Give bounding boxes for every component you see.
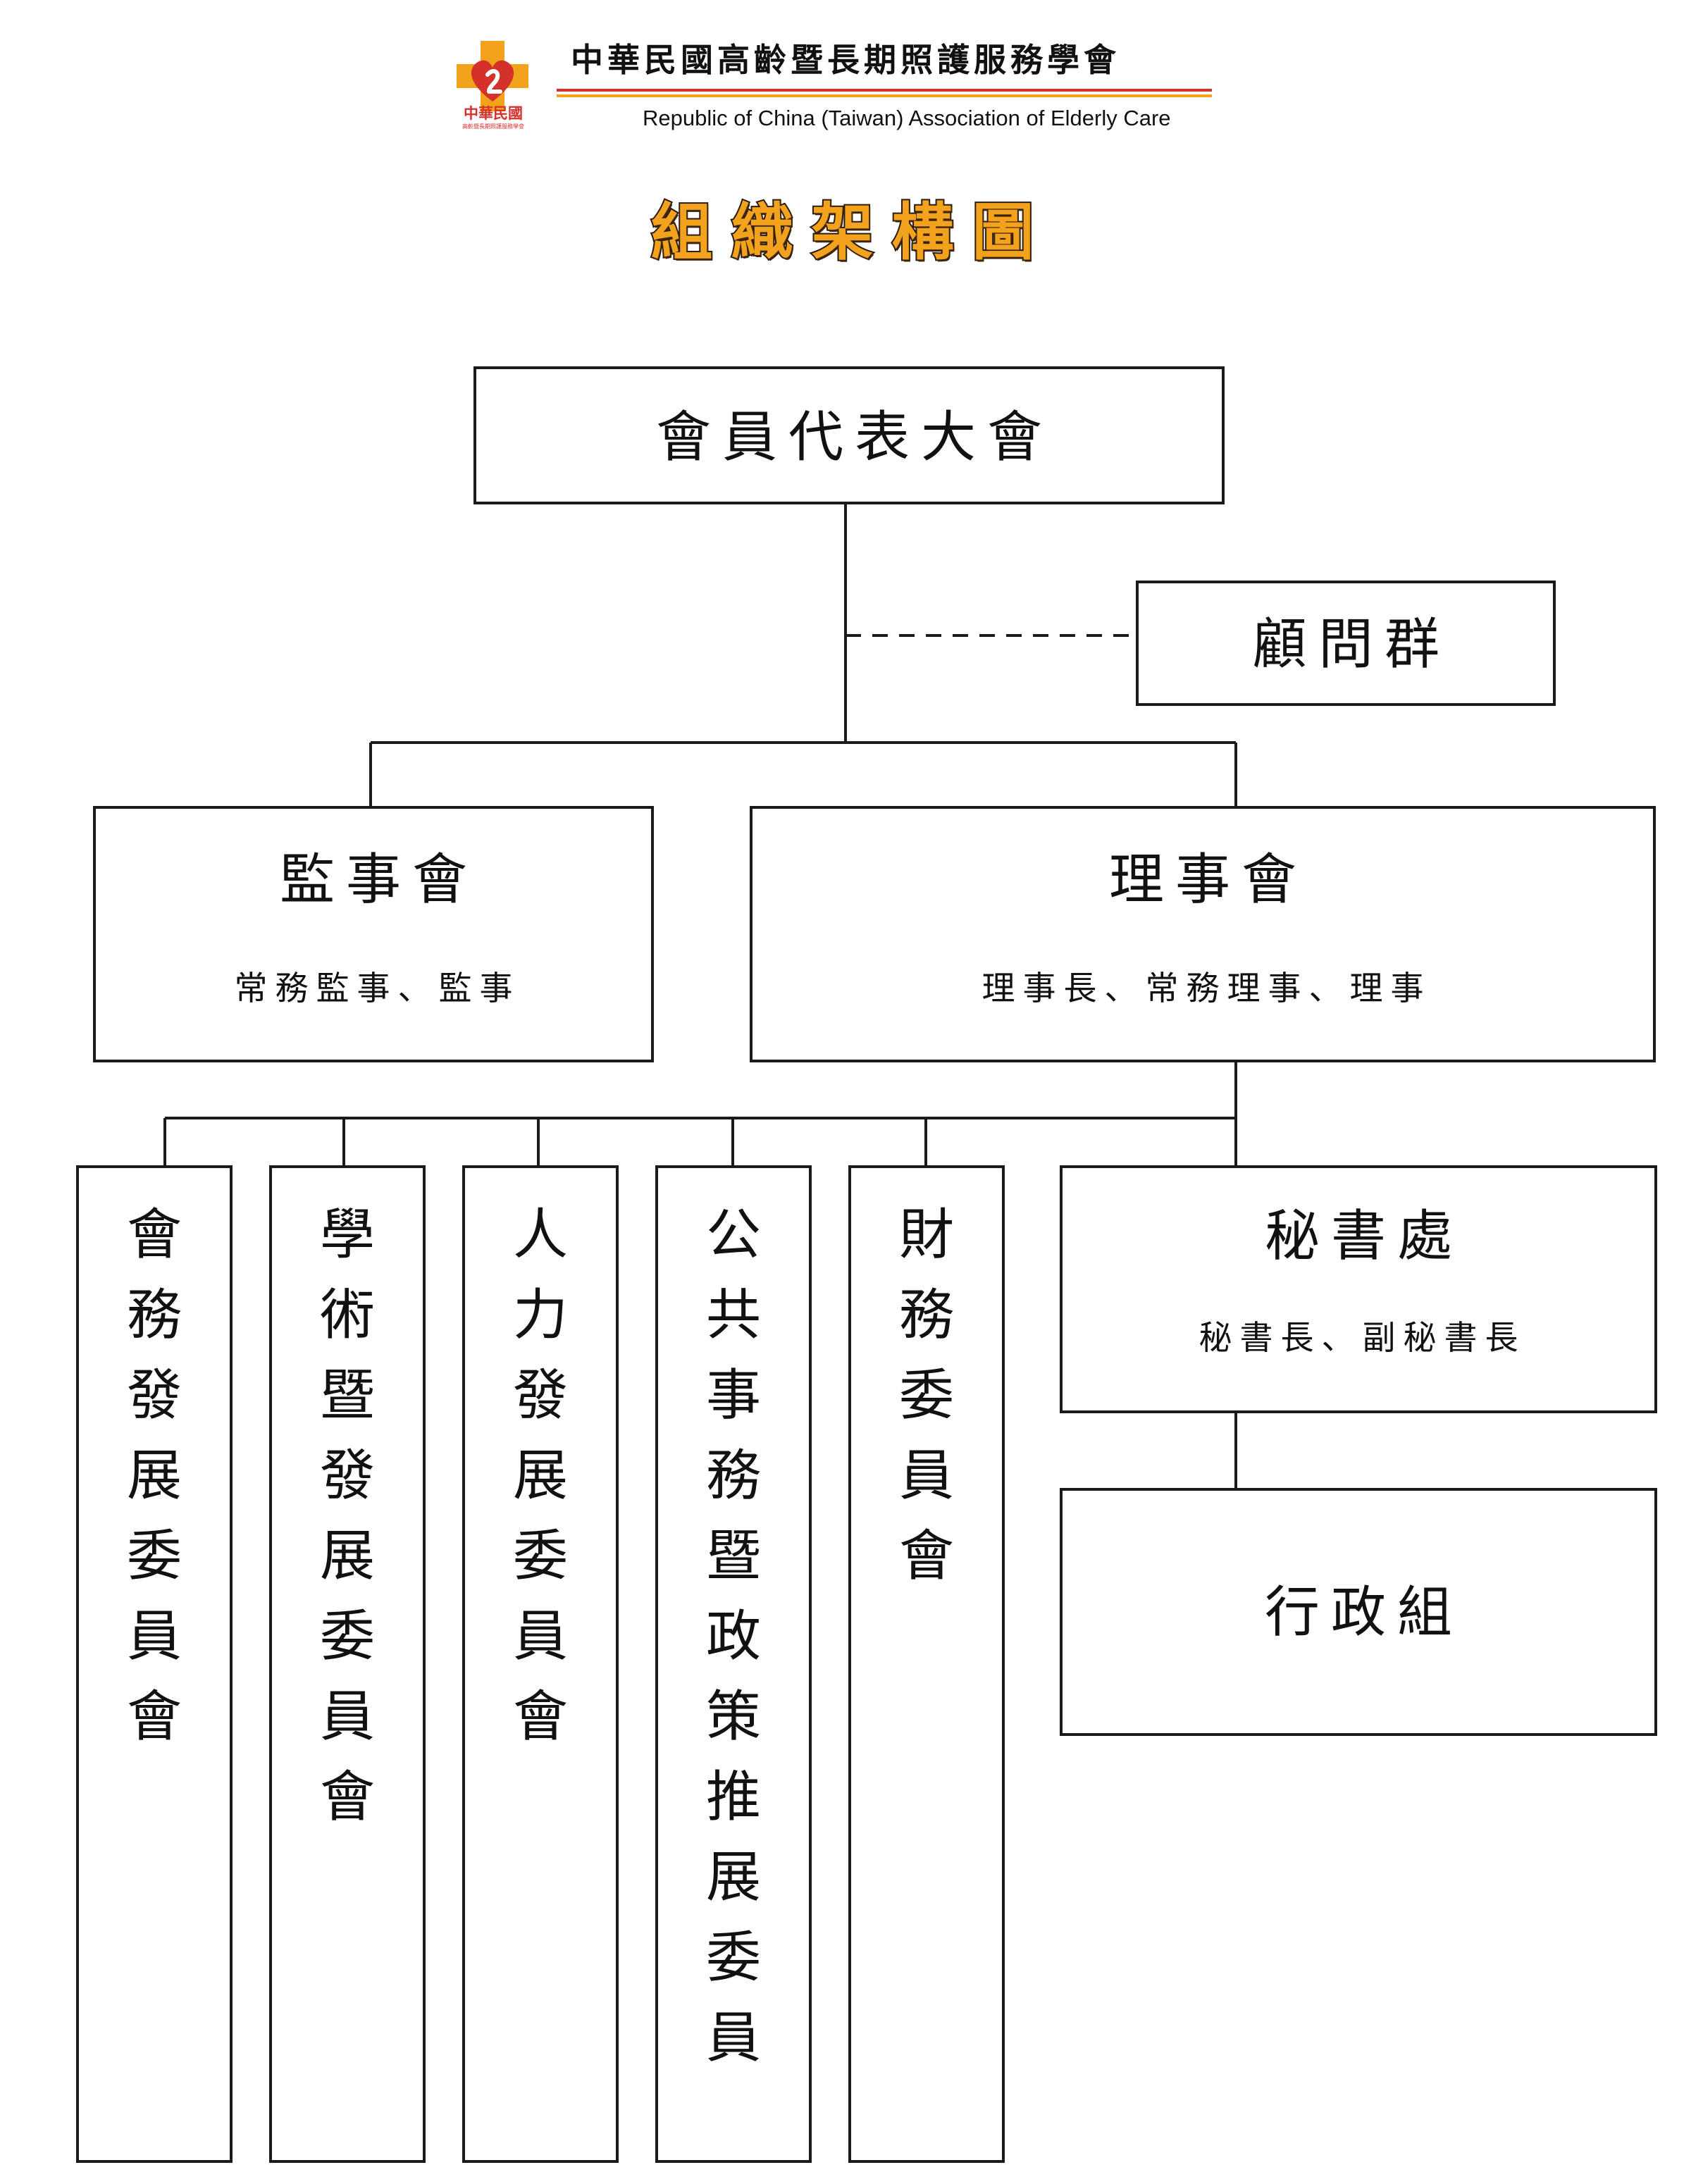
node-committee-finance: 財 務 委 員 會 (848, 1165, 1005, 2163)
node-committee-finance-label: 財 務 委 員 會 (898, 1203, 954, 1588)
header-rule-orange (557, 94, 1212, 97)
node-advisors: 顧問群 (1136, 581, 1556, 706)
node-supervisors-members: 常務監事、監事 (234, 969, 521, 1008)
org-name-chinese: 中華民國高齡暨長期照護服務學會 (571, 41, 1120, 79)
node-secretariat: 秘書處 秘書長、副秘書長 (1060, 1165, 1657, 1413)
node-committee-manpower-label: 人 力 發 展 委 員 會 (512, 1203, 568, 1749)
node-admin-label: 行政組 (1264, 1581, 1463, 1644)
node-directors: 理事會 理事長、常務理事、理事 (750, 806, 1656, 1062)
node-assembly: 會員代表大會 (473, 366, 1225, 504)
node-advisors-label: 顧問群 (1251, 613, 1451, 676)
chart-title: 組織架構圖 (649, 196, 1053, 268)
node-secretariat-members: 秘書長、副秘書長 (1199, 1319, 1526, 1358)
node-committee-affairs: 會 務 發 展 委 員 會 (76, 1165, 233, 2163)
node-committee-public-affairs-label: 公 共 事 務 暨 政 策 推 展 委 員 (705, 1203, 761, 2070)
node-admin: 行政組 (1060, 1488, 1657, 1736)
node-directors-members: 理事長、常務理事、理事 (981, 969, 1432, 1008)
heart-cross-logo-icon (457, 41, 528, 111)
node-directors-label: 理事會 (1108, 848, 1308, 912)
node-committee-manpower: 人 力 發 展 委 員 會 (462, 1165, 619, 2163)
node-committee-public-affairs: 公 共 事 務 暨 政 策 推 展 委 員 (655, 1165, 812, 2163)
node-supervisors-label: 監事會 (279, 848, 478, 912)
node-committee-affairs-label: 會 務 發 展 委 員 會 (126, 1203, 182, 1749)
node-committee-academic-label: 學 術 暨 發 展 委 員 會 (319, 1203, 375, 1829)
node-committee-academic: 學 術 暨 發 展 委 員 會 (269, 1165, 426, 2163)
node-assembly-label: 會員代表大會 (655, 406, 1053, 469)
org-name-english: Republic of China (Taiwan) Association o… (643, 106, 1171, 130)
logo-caption: 中華民國 (464, 104, 523, 122)
node-secretariat-label: 秘書處 (1264, 1205, 1463, 1268)
logo-subcaption: 高齡暨長期照護服務學會 (462, 123, 524, 130)
node-supervisors: 監事會 常務監事、監事 (93, 806, 654, 1062)
header-rule-red (557, 89, 1212, 92)
